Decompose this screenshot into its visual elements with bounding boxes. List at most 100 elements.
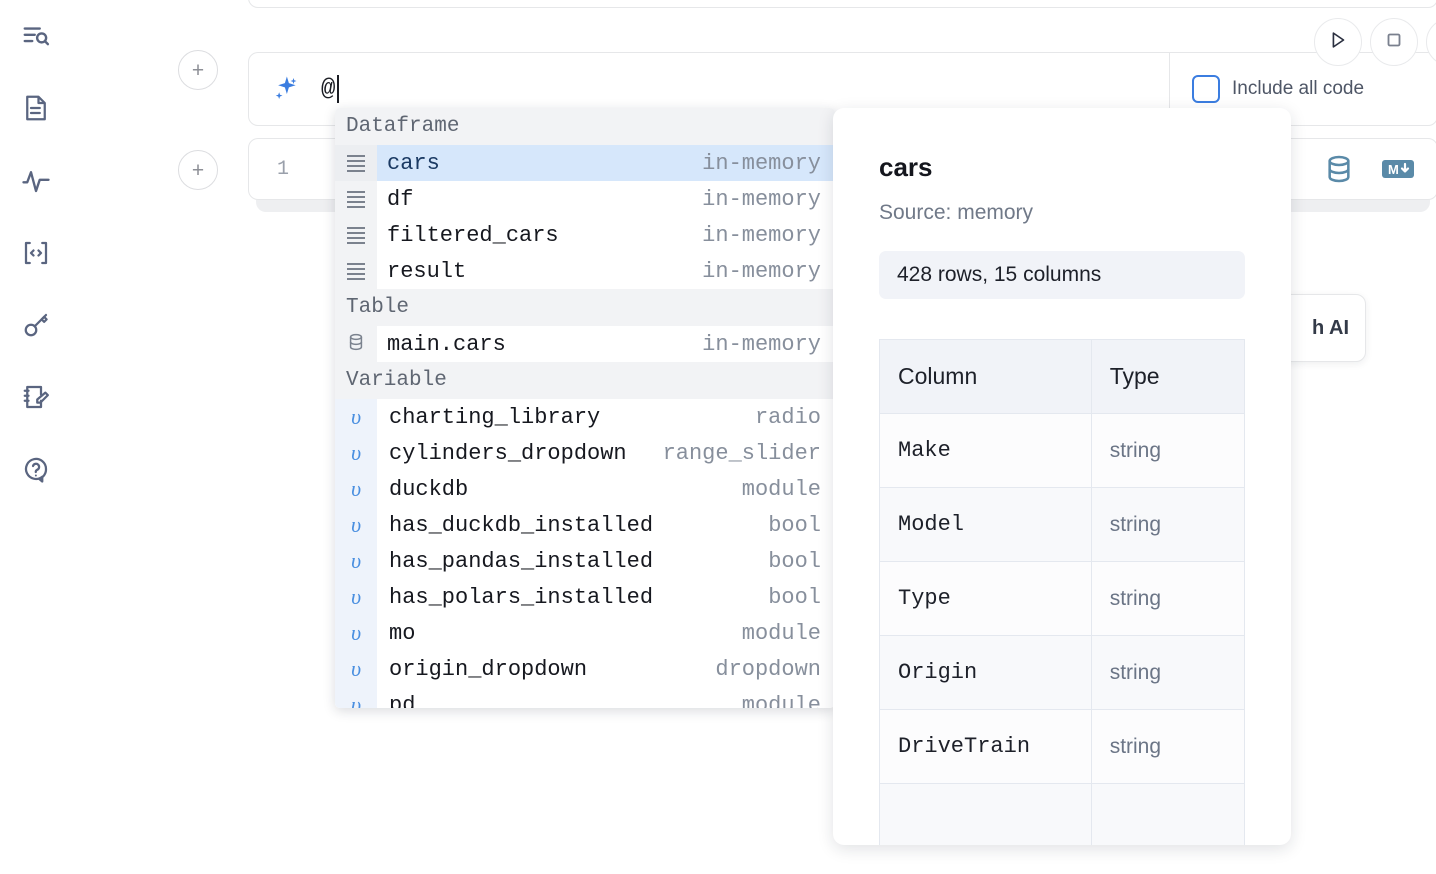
table-row — [879, 783, 1246, 845]
autocomplete-group-header: Table — [335, 289, 835, 326]
variable-icon: υ — [350, 512, 362, 537]
add-cell-button-top[interactable]: + — [178, 50, 218, 90]
autocomplete-item-meta: module — [741, 620, 821, 646]
autocomplete-item-meta: in-memory — [702, 331, 821, 357]
autocomplete-item-name: has_duckdb_installed — [389, 512, 654, 538]
include-all-code-row: Include all code — [1169, 53, 1436, 125]
include-all-code-checkbox[interactable] — [1192, 75, 1220, 103]
autocomplete-item[interactable]: υ has_duckdb_installed bool — [335, 507, 835, 543]
database-icon[interactable] — [1323, 153, 1355, 185]
autocomplete-item-meta: range_slider — [662, 440, 821, 466]
sidebar-item-outline-search[interactable] — [14, 14, 58, 58]
add-cell-button-bottom[interactable]: + — [178, 150, 218, 190]
autocomplete-item[interactable]: main.cars in-memory — [335, 326, 835, 362]
autocomplete-item-name: pd — [389, 692, 416, 709]
ai-prompt-value: @ — [321, 75, 336, 103]
autocomplete-item-name: cylinders_dropdown — [389, 440, 627, 466]
schema-column-name: DriveTrain — [879, 709, 1092, 784]
ai-prompt-input[interactable]: @ — [321, 53, 1169, 125]
cell-tools: M — [1323, 153, 1415, 185]
autocomplete-item-name: cars — [387, 150, 440, 176]
cell-above-partial — [248, 0, 1436, 8]
generate-with-ai-label: h AI — [1311, 316, 1349, 339]
run-button[interactable] — [1314, 18, 1362, 66]
variable-icon: υ — [350, 692, 362, 708]
autocomplete-item-meta: module — [741, 476, 821, 502]
plus-icon: + — [191, 58, 205, 82]
autocomplete-item[interactable]: cars in-memory — [335, 145, 835, 181]
text-caret — [336, 75, 339, 103]
variable-icon: υ — [350, 584, 362, 609]
code-snippet-icon — [21, 238, 51, 268]
autocomplete-item-meta: dropdown — [715, 656, 821, 682]
column-header-type: Type — [1090, 339, 1246, 414]
schema-column-name: Model — [879, 487, 1092, 562]
dataframe-icon — [347, 190, 365, 208]
line-number: 1 — [276, 157, 289, 181]
autocomplete-item-meta: in-memory — [702, 150, 821, 176]
autocomplete-item-name: origin_dropdown — [389, 656, 588, 682]
schema-column-type: string — [1090, 561, 1246, 636]
schema-column-type: string — [1090, 709, 1246, 784]
markdown-icon[interactable]: M — [1381, 157, 1415, 181]
sidebar-item-document[interactable] — [14, 86, 58, 130]
autocomplete-item[interactable]: df in-memory — [335, 181, 835, 217]
autocomplete-item-name: main.cars — [387, 331, 506, 357]
autocomplete-item[interactable]: υ origin_dropdown dropdown — [335, 651, 835, 687]
table-header-row: Column Type — [879, 339, 1246, 414]
autocomplete-item-name: df — [387, 186, 414, 212]
autocomplete-item-name: result — [387, 258, 467, 284]
autocomplete-dropdown[interactable]: Dataframe cars in-memory df in-memory filtere… — [335, 108, 835, 708]
sidebar-rail — [0, 0, 72, 874]
variable-icon: υ — [350, 620, 362, 645]
activity-icon — [21, 166, 51, 196]
dataframe-icon — [347, 262, 365, 280]
autocomplete-item-meta: bool — [768, 584, 821, 610]
schema-column-name: Make — [879, 413, 1092, 488]
sidebar-item-help-chat[interactable] — [14, 447, 58, 491]
autocomplete-item-meta: bool — [768, 548, 821, 574]
variable-icon: υ — [350, 440, 362, 465]
autocomplete-group-header: Dataframe — [335, 108, 835, 145]
dataframe-icon — [347, 226, 365, 244]
autocomplete-item[interactable]: υ cylinders_dropdown range_slider — [335, 435, 835, 471]
autocomplete-item[interactable]: result in-memory — [335, 253, 835, 289]
autocomplete-item-meta: in-memory — [702, 186, 821, 212]
autocomplete-item-meta: in-memory — [702, 258, 821, 284]
svg-text:M: M — [1388, 162, 1399, 177]
autocomplete-item-name: charting_library — [389, 404, 601, 430]
sidebar-item-scratchpad[interactable] — [14, 375, 58, 419]
variable-icon: υ — [350, 656, 362, 681]
sparkle-icon — [249, 74, 321, 104]
play-icon — [1327, 29, 1349, 56]
schema-column-name — [879, 783, 1092, 845]
detail-title: cars — [879, 152, 933, 182]
plus-icon: + — [191, 158, 205, 182]
schema-column-type: string — [1090, 413, 1246, 488]
stop-button[interactable] — [1370, 18, 1418, 66]
schema-column-type: string — [1090, 635, 1246, 710]
sidebar-item-key[interactable] — [14, 303, 58, 347]
sidebar-item-code-snippet[interactable] — [14, 231, 58, 275]
document-icon — [21, 93, 51, 123]
autocomplete-item-meta: bool — [768, 512, 821, 538]
variable-icon: υ — [350, 548, 362, 573]
dataframe-icon — [347, 154, 365, 172]
dataframe-detail-panel: cars Source: memory 428 rows, 15 columns… — [833, 108, 1291, 845]
key-icon — [21, 310, 51, 340]
autocomplete-item-name: duckdb — [389, 476, 469, 502]
scratchpad-icon — [21, 382, 51, 412]
outline-search-icon — [21, 21, 51, 51]
help-chat-icon — [21, 454, 51, 484]
sidebar-item-activity[interactable] — [14, 159, 58, 203]
